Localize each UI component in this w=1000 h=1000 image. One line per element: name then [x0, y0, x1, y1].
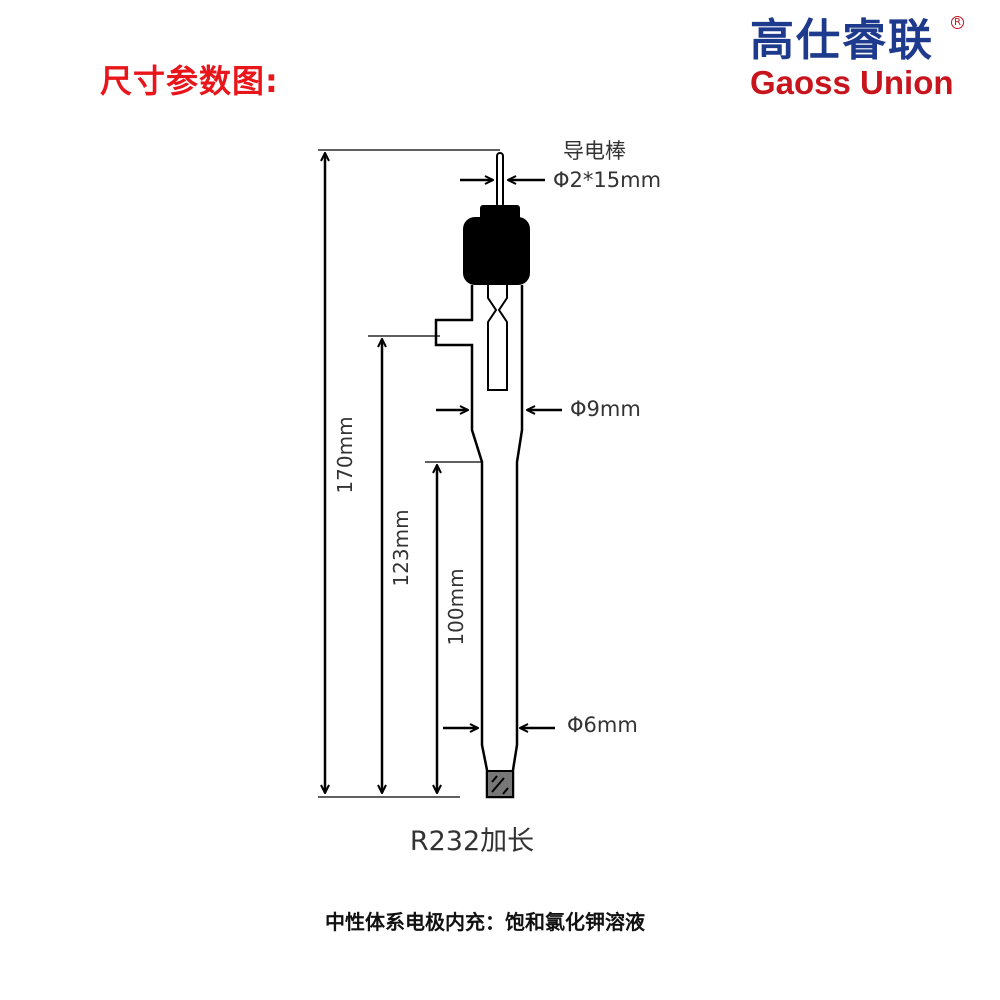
inner-tube	[487, 285, 508, 391]
length-100-label: 100mm	[444, 568, 468, 645]
logo-english: Gaoss Union	[750, 64, 954, 101]
page-title: 尺寸参数图:	[100, 62, 279, 100]
length-123-label: 123mm	[389, 509, 413, 586]
logo-chinese: 高仕睿联	[750, 15, 934, 66]
rod-dim-label: Φ2*15mm	[553, 168, 661, 192]
model-label: R232加长	[410, 826, 534, 857]
upper-diameter-label: Φ9mm	[570, 397, 641, 421]
glass-body	[434, 285, 524, 799]
registered-mark: R	[951, 16, 964, 29]
electrode	[434, 152, 530, 799]
dimension-lines	[325, 153, 562, 793]
rod-name-label: 导电棒	[563, 139, 626, 163]
brand-logo: 高仕睿联 Gaoss Union R	[750, 16, 970, 100]
lower-diameter-label: Φ6mm	[567, 713, 638, 737]
reference-lines	[318, 149, 500, 798]
length-170-label: 170mm	[333, 416, 357, 493]
electrode-cap	[463, 217, 530, 285]
conductive-rod	[496, 152, 504, 208]
fill-solution-caption: 中性体系电极内充：饱和氯化钾溶液	[325, 910, 645, 934]
